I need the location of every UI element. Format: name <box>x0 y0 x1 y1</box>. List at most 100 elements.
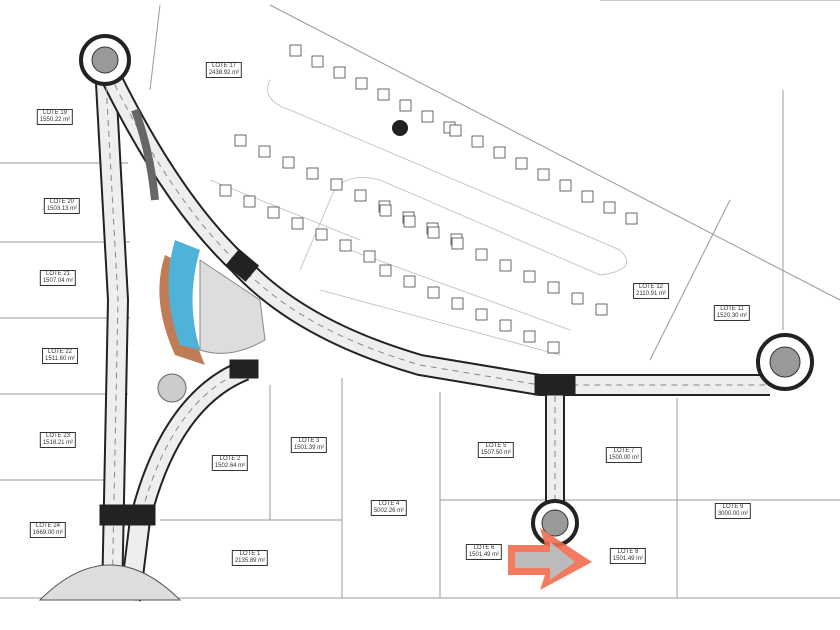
house-marker <box>379 204 392 217</box>
house-marker <box>267 206 280 219</box>
lot-area: 1669.00 m² <box>32 530 64 536</box>
house-marker <box>333 66 346 79</box>
residential-subdivision <box>209 44 638 356</box>
lot-name: LOTE 22 <box>47 349 72 355</box>
lot-name: LOTE 2 <box>219 456 241 462</box>
lot-name: LOTE 7 <box>613 448 635 454</box>
lot-name: LOTE 1 <box>239 551 261 557</box>
house-marker <box>449 124 462 137</box>
lot-area: 1520.30 m² <box>716 313 748 319</box>
house-marker <box>493 146 506 159</box>
house-marker <box>258 145 271 158</box>
house-marker <box>475 248 488 261</box>
house-marker <box>354 189 367 202</box>
lot-area: 1503.13 m² <box>46 206 78 212</box>
house-marker <box>427 226 440 239</box>
house-marker <box>330 178 343 191</box>
lot-area: 2438.92 m² <box>208 70 240 76</box>
house-marker <box>339 239 352 252</box>
lot-area: 1507.50 m² <box>480 450 512 456</box>
house-marker <box>451 297 464 310</box>
house-marker <box>547 341 560 354</box>
lot-area: 3000.00 m² <box>717 511 749 517</box>
house-marker <box>523 270 536 283</box>
house-marker <box>282 156 295 169</box>
lot-name: LOTE 9 <box>722 504 744 510</box>
lot-name: LOTE 24 <box>35 523 61 529</box>
house-marker <box>523 330 536 343</box>
lot-area: 1511.60 m² <box>45 356 75 362</box>
lot-name: LOTE 3 <box>298 438 320 444</box>
lot-area: 1507.04 m² <box>42 278 74 284</box>
house-marker <box>306 167 319 180</box>
lot-name: LOTE 11 <box>720 306 744 312</box>
lot-name: LOTE 20 <box>49 199 75 205</box>
house-marker <box>515 157 528 170</box>
house-marker <box>355 77 368 90</box>
lot-name: LOTE 4 <box>378 501 400 507</box>
lot-name: LOTE 6 <box>473 545 495 551</box>
house-marker <box>571 292 584 305</box>
house-marker <box>427 286 440 299</box>
lot-area: 5002.26 m² <box>373 508 405 514</box>
house-marker <box>603 201 616 214</box>
house-marker <box>234 134 247 147</box>
house-marker <box>499 259 512 272</box>
house-marker <box>363 250 376 263</box>
house-marker <box>379 264 392 277</box>
lot-area: 2110.91 m² <box>636 291 666 297</box>
lot-area: 1518.21 m² <box>42 440 74 446</box>
lot-area: 1501.49 m² <box>612 556 644 562</box>
house-marker <box>399 99 412 112</box>
house-marker <box>537 168 550 181</box>
house-marker <box>559 179 572 192</box>
lot-area: 1501.39 m² <box>293 445 325 451</box>
lot-name: LOTE 12 <box>638 284 663 290</box>
house-marker <box>403 275 416 288</box>
clubhouse-amenities <box>131 108 266 403</box>
pointer-arrow <box>508 528 592 590</box>
house-marker <box>421 110 434 123</box>
house-marker <box>219 184 232 197</box>
house-marker <box>595 303 608 316</box>
house-marker <box>311 55 324 68</box>
lot-name: LOTE 19 <box>42 110 68 116</box>
lot-area: 1501.49 m² <box>468 552 500 558</box>
lot-name: LOTE 17 <box>211 63 237 69</box>
house-marker <box>291 217 304 230</box>
house-marker <box>451 237 464 250</box>
house-marker <box>547 281 560 294</box>
lot-area: 1550.22 m² <box>39 117 71 123</box>
lot-name: LOTE 23 <box>45 433 71 439</box>
house-marker <box>243 195 256 208</box>
lot-name: LOTE 21 <box>45 271 71 277</box>
lot-area: 1500.00 m² <box>608 455 640 461</box>
house-marker <box>377 88 390 101</box>
house-marker <box>475 308 488 321</box>
house-marker <box>315 228 328 241</box>
house-marker <box>471 135 484 148</box>
lot-name: LOTE 8 <box>617 549 639 555</box>
lot-name: LOTE 5 <box>485 443 507 449</box>
lot-area: 2135.89 m² <box>234 558 266 564</box>
